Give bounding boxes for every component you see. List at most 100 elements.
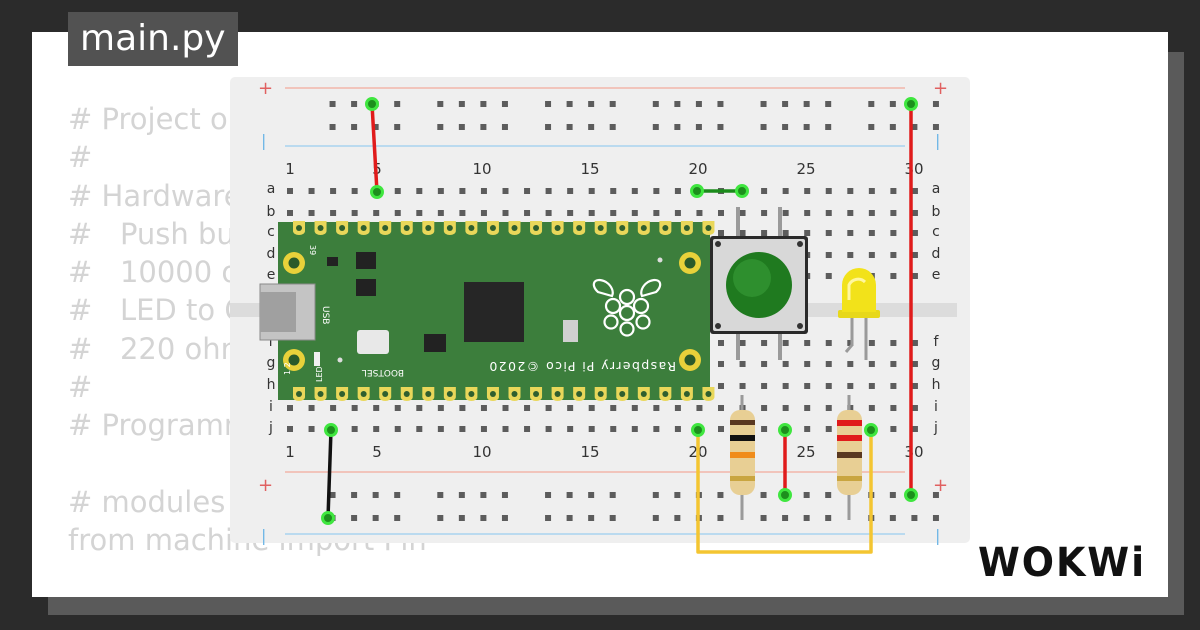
wire-endpoint[interactable] — [365, 97, 379, 111]
breadboard-hole[interactable] — [804, 426, 811, 432]
breadboard-hole[interactable] — [717, 492, 724, 498]
breadboard-hole[interactable] — [761, 405, 768, 411]
breadboard-hole[interactable] — [847, 188, 854, 194]
wire-endpoint[interactable] — [864, 423, 878, 437]
breadboard-hole[interactable] — [825, 210, 832, 216]
breadboard-hole[interactable] — [437, 426, 444, 432]
breadboard-hole[interactable] — [351, 515, 358, 521]
breadboard-hole[interactable] — [782, 188, 789, 194]
breadboard-hole[interactable] — [911, 405, 918, 411]
resistor-220[interactable] — [837, 395, 862, 520]
breadboard-hole[interactable] — [609, 101, 616, 107]
breadboard-hole[interactable] — [653, 188, 660, 194]
breadboard-hole[interactable] — [825, 340, 832, 346]
yellow-led[interactable] — [838, 268, 880, 360]
breadboard-hole[interactable] — [437, 492, 444, 498]
breadboard-hole[interactable] — [761, 340, 768, 346]
breadboard-hole[interactable] — [868, 188, 875, 194]
breadboard-hole[interactable] — [804, 188, 811, 194]
breadboard-hole[interactable] — [847, 383, 854, 389]
breadboard-hole[interactable] — [394, 210, 401, 216]
breadboard-hole[interactable] — [524, 405, 531, 411]
breadboard-hole[interactable] — [501, 515, 508, 521]
breadboard-hole[interactable] — [373, 405, 380, 411]
breadboard-hole[interactable] — [458, 492, 465, 498]
breadboard-hole[interactable] — [803, 492, 810, 498]
breadboard-hole[interactable] — [868, 340, 875, 346]
breadboard-hole[interactable] — [760, 515, 767, 521]
breadboard-hole[interactable] — [911, 426, 918, 432]
breadboard-hole[interactable] — [847, 252, 854, 258]
breadboard-hole[interactable] — [330, 210, 337, 216]
breadboard-hole[interactable] — [287, 188, 293, 194]
breadboard-hole[interactable] — [825, 273, 832, 279]
breadboard-hole[interactable] — [609, 515, 616, 521]
breadboard-hole[interactable] — [782, 361, 789, 367]
breadboard-hole[interactable] — [394, 188, 401, 194]
breadboard-hole[interactable] — [804, 340, 811, 346]
breadboard-hole[interactable] — [502, 188, 509, 194]
breadboard-hole[interactable] — [567, 405, 574, 411]
breadboard-hole[interactable] — [330, 405, 337, 411]
breadboard-hole[interactable] — [524, 188, 531, 194]
breadboard-hole[interactable] — [868, 405, 875, 411]
breadboard-hole[interactable] — [890, 426, 897, 432]
breadboard-hole[interactable] — [803, 124, 810, 130]
breadboard-hole[interactable] — [308, 426, 315, 432]
breadboard-hole[interactable] — [932, 101, 939, 107]
breadboard-hole[interactable] — [825, 405, 832, 411]
breadboard-hole[interactable] — [480, 405, 487, 411]
breadboard-hole[interactable] — [588, 210, 595, 216]
breadboard-hole[interactable] — [911, 361, 918, 367]
breadboard-hole[interactable] — [437, 101, 444, 107]
breadboard-hole[interactable] — [308, 210, 315, 216]
breadboard-hole[interactable] — [932, 492, 939, 498]
breadboard-hole[interactable] — [394, 492, 401, 498]
breadboard-hole[interactable] — [760, 124, 767, 130]
breadboard-hole[interactable] — [394, 405, 401, 411]
breadboard-hole[interactable] — [911, 273, 918, 279]
breadboard-hole[interactable] — [588, 124, 595, 130]
breadboard-hole[interactable] — [825, 230, 832, 236]
breadboard-hole[interactable] — [524, 210, 531, 216]
breadboard-hole[interactable] — [890, 273, 897, 279]
breadboard-hole[interactable] — [566, 124, 573, 130]
breadboard-hole[interactable] — [609, 492, 616, 498]
breadboard-hole[interactable] — [889, 492, 896, 498]
breadboard-hole[interactable] — [459, 426, 466, 432]
breadboard-hole[interactable] — [545, 492, 552, 498]
breadboard-hole[interactable] — [782, 405, 789, 411]
breadboard-hole[interactable] — [674, 426, 681, 432]
breadboard-hole[interactable] — [545, 515, 552, 521]
breadboard-hole[interactable] — [760, 101, 767, 107]
breadboard-hole[interactable] — [911, 188, 918, 194]
breadboard-hole[interactable] — [652, 101, 659, 107]
breadboard-hole[interactable] — [437, 405, 444, 411]
breadboard-hole[interactable] — [890, 361, 897, 367]
wire-endpoint[interactable] — [904, 97, 918, 111]
breadboard-hole[interactable] — [480, 188, 487, 194]
breadboard-hole[interactable] — [653, 210, 660, 216]
breadboard-hole[interactable] — [416, 405, 423, 411]
breadboard-hole[interactable] — [718, 426, 724, 432]
breadboard-hole[interactable] — [372, 124, 379, 130]
breadboard-hole[interactable] — [545, 426, 552, 432]
wire-endpoint[interactable] — [778, 488, 792, 502]
breadboard-hole[interactable] — [287, 210, 293, 216]
breadboard-hole[interactable] — [459, 188, 466, 194]
breadboard-hole[interactable] — [502, 405, 509, 411]
breadboard-hole[interactable] — [782, 124, 789, 130]
breadboard-hole[interactable] — [890, 383, 897, 389]
breadboard-hole[interactable] — [480, 101, 487, 107]
breadboard-hole[interactable] — [480, 492, 487, 498]
breadboard-hole[interactable] — [674, 515, 681, 521]
pico-board[interactable]: USB BOOTSEL LED 39 1 2 Raspberry Pi Pico… — [259, 221, 715, 401]
breadboard-hole[interactable] — [567, 210, 574, 216]
breadboard-hole[interactable] — [567, 426, 574, 432]
wire-endpoint[interactable] — [735, 184, 749, 198]
breadboard-hole[interactable] — [545, 210, 552, 216]
breadboard-hole[interactable] — [761, 210, 768, 216]
breadboard-hole[interactable] — [695, 101, 702, 107]
breadboard-hole[interactable] — [717, 124, 724, 130]
breadboard-hole[interactable] — [480, 515, 487, 521]
